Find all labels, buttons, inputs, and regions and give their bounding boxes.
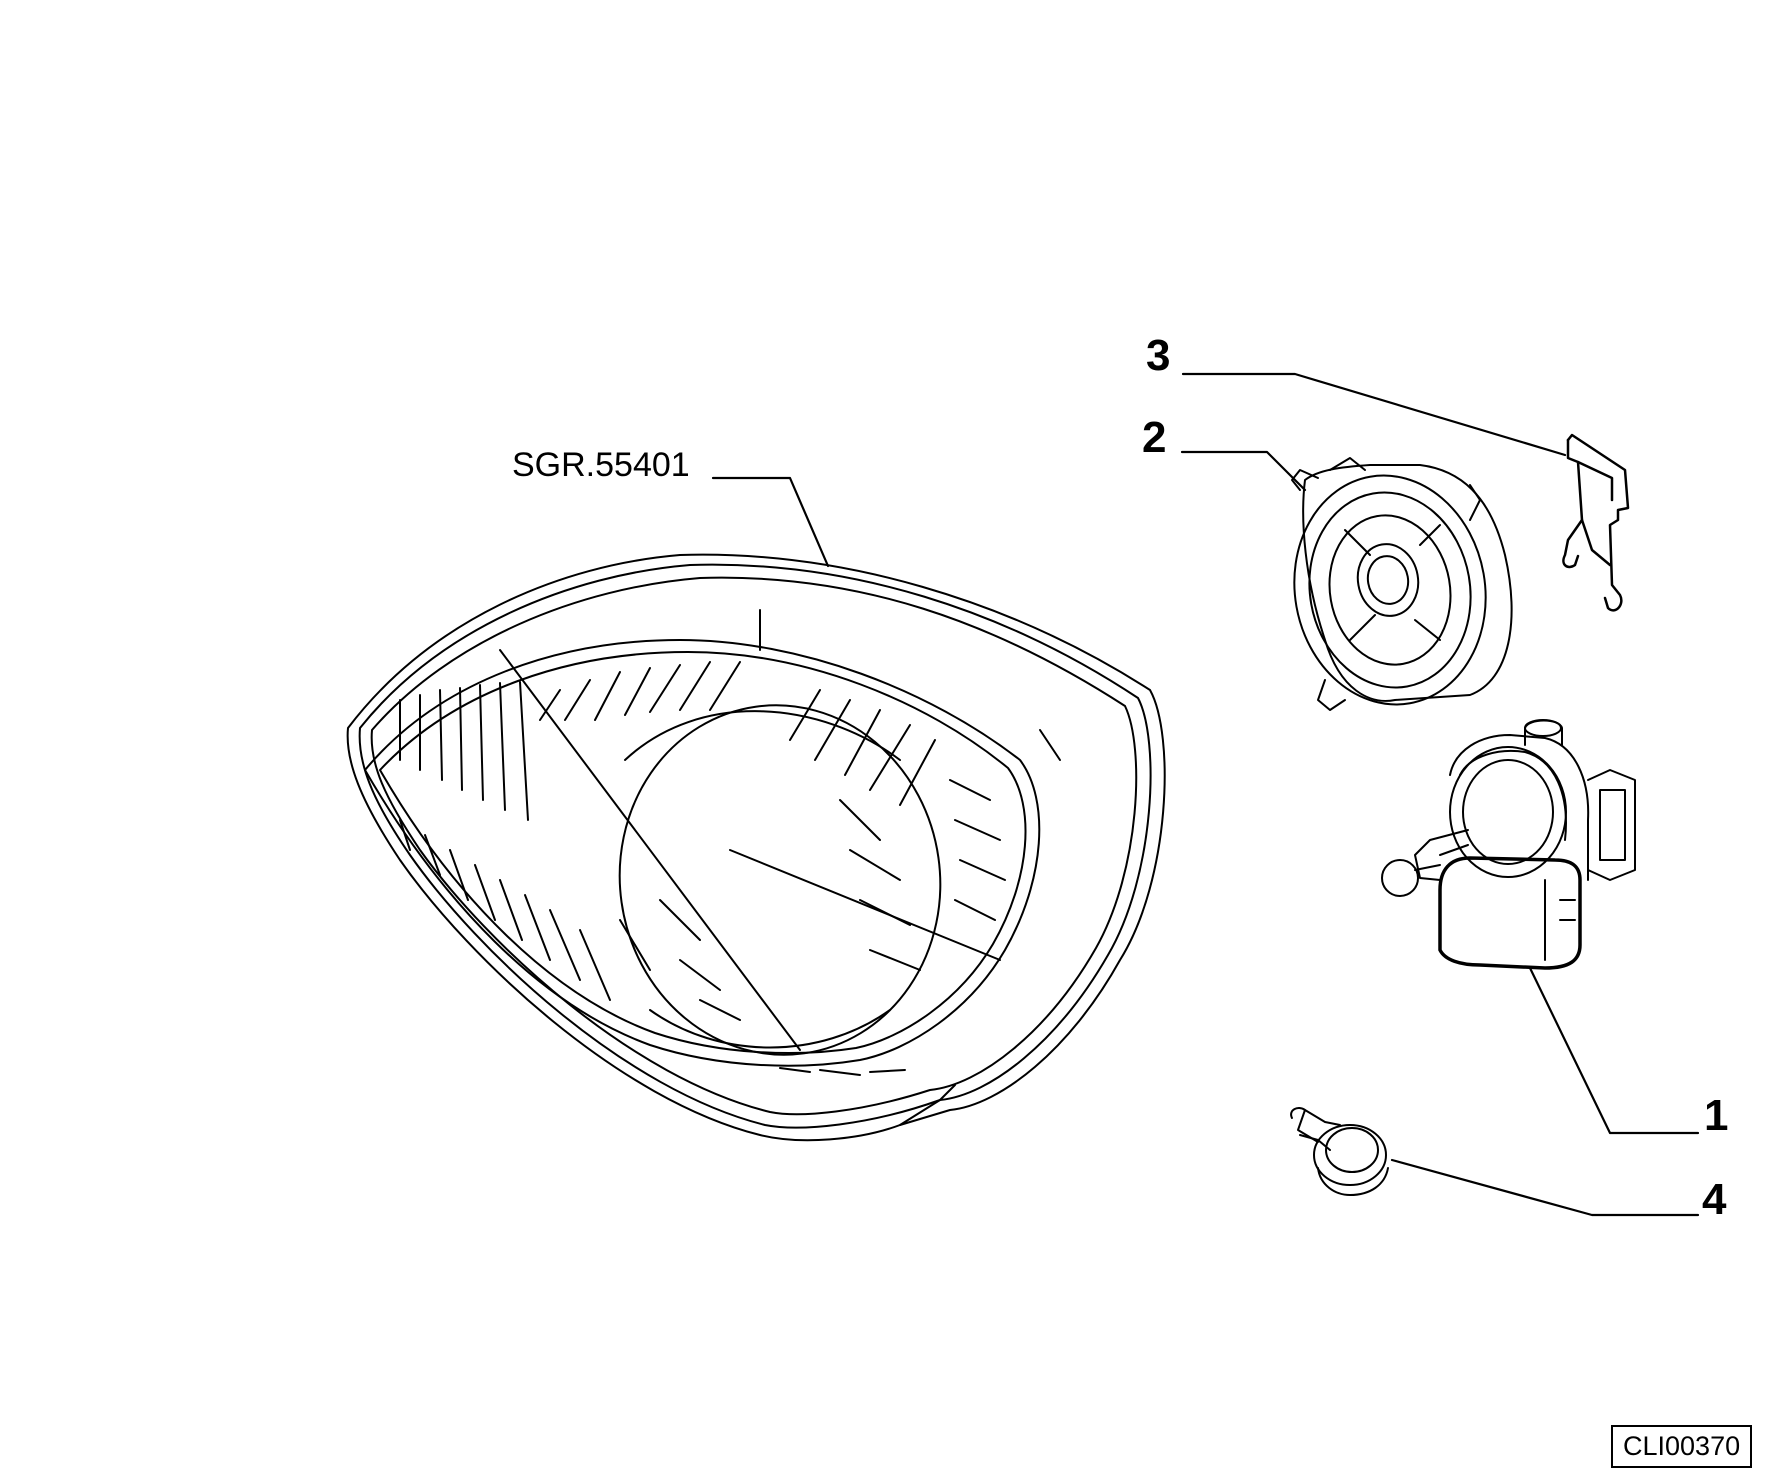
retaining-spring-icon [1563, 435, 1628, 610]
headlamp-assembly-icon [348, 555, 1165, 1141]
callout-3-label: 3 [1146, 331, 1171, 380]
leader-line-sgr [713, 478, 828, 566]
leader-line-1 [1530, 968, 1698, 1133]
leader-line-3 [1183, 374, 1565, 455]
assembly-ref-label: SGR.55401 [512, 446, 690, 484]
callout-2-label: 2 [1142, 413, 1167, 462]
leader-line-2 [1182, 452, 1305, 490]
leader-line-4 [1392, 1160, 1698, 1215]
callout-4-label: 4 [1702, 1175, 1727, 1224]
headlamp-motor-icon [1382, 720, 1635, 968]
bulb-icon [1291, 1108, 1388, 1195]
callout-1-label: 1 [1704, 1091, 1729, 1140]
drawing-code-label: CLI00370 [1611, 1425, 1753, 1468]
leader-lines [713, 374, 1698, 1215]
bulb-cap-icon [1276, 458, 1511, 720]
